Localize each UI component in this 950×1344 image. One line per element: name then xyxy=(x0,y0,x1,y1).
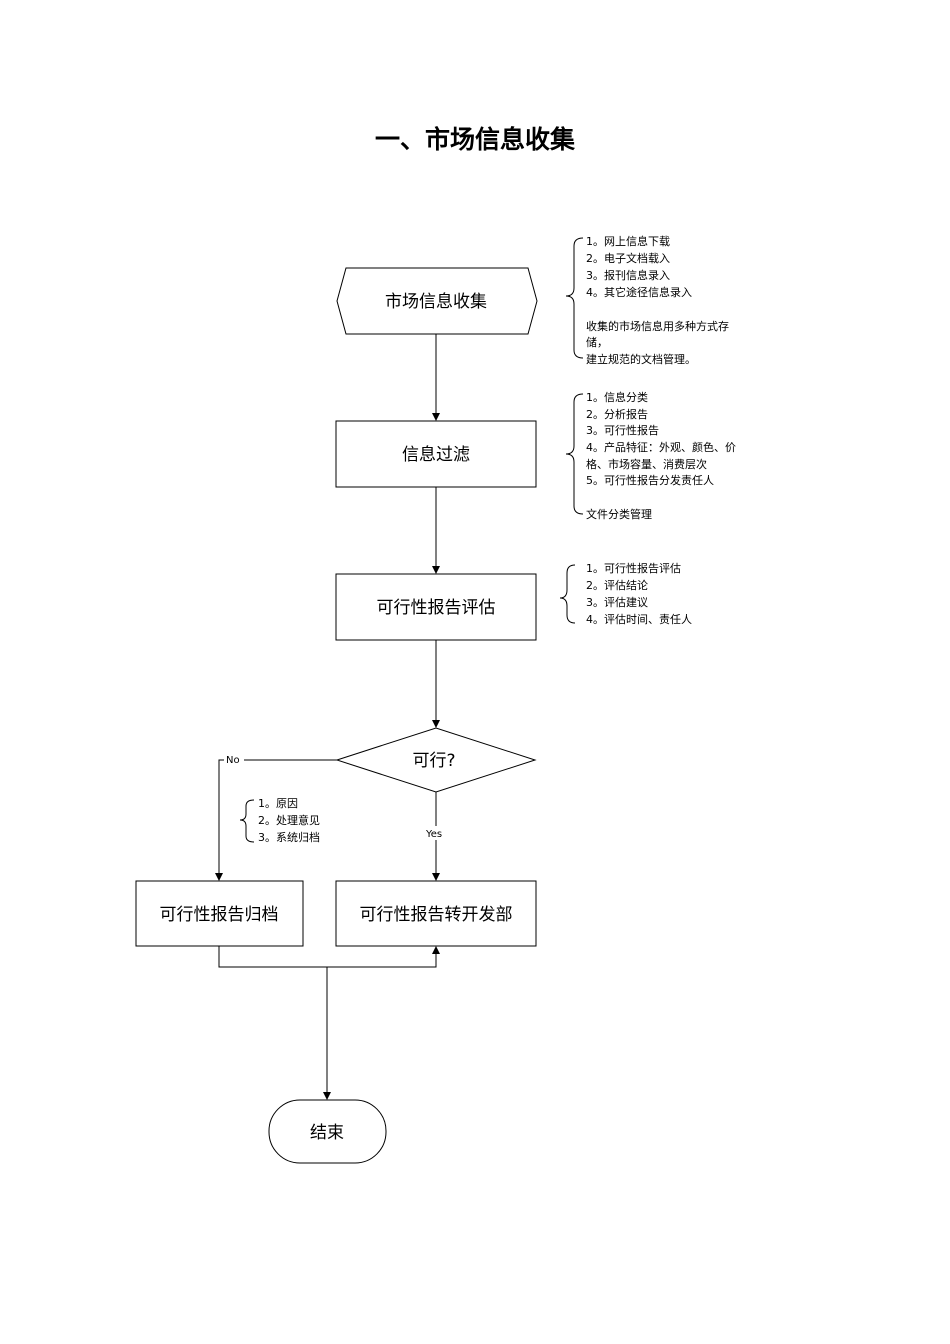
node-archive-shape xyxy=(135,880,304,947)
note-archive-1: 1。原因 xyxy=(258,797,298,810)
note-filter-4: 4。产品特征：外观、颜色、价 xyxy=(586,440,736,454)
note-collect-1: 1。网上信息下载 xyxy=(586,234,670,248)
note-filter-8: 文件分类管理 xyxy=(586,507,652,521)
node-end-label: 结束 xyxy=(310,1123,344,1143)
node-decision-label: 可行? xyxy=(412,751,455,771)
note-filter-2: 2。分析报告 xyxy=(586,407,648,421)
note-evaluate-4: 4。评估时间、责任人 xyxy=(586,613,692,626)
note-collect-7: 储， xyxy=(586,335,608,349)
brace-archive xyxy=(239,799,255,843)
node-evaluate-label: 可行性报告评估 xyxy=(377,598,496,618)
note-evaluate-1: 1。可行性报告评估 xyxy=(586,561,681,575)
node-collect-shape xyxy=(336,267,538,335)
edge-label-no: No xyxy=(226,755,240,766)
note-collect-4: 4。其它途径信息录入 xyxy=(586,285,692,299)
note-filter-3: 3。可行性报告 xyxy=(586,423,659,437)
node-archive-label: 可行性报告归档 xyxy=(160,905,279,925)
brace-collect xyxy=(565,237,584,359)
brace-filter xyxy=(565,393,584,515)
note-filter-6: 5。可行性报告分发责任人 xyxy=(586,473,714,487)
note-evaluate-3: 3。评估建议 xyxy=(586,595,648,609)
node-filter-shape xyxy=(335,420,537,488)
edge-decision-no xyxy=(215,759,337,881)
note-filter-1: 1。信息分类 xyxy=(586,390,648,404)
note-collect-6: 收集的市场信息用多种方式存 xyxy=(586,319,729,333)
node-transfer-shape xyxy=(335,880,537,947)
node-collect-label: 市场信息收集 xyxy=(385,292,487,312)
note-archive-2: 2。处理意见 xyxy=(258,813,320,827)
note-collect-2: 2。电子文档载入 xyxy=(586,251,670,265)
note-evaluate-2: 2。评估结论 xyxy=(586,578,648,592)
node-decision-shape xyxy=(335,727,537,793)
node-transfer-label: 可行性报告转开发部 xyxy=(360,905,513,925)
edge-label-yes: Yes xyxy=(425,829,442,840)
page-title: 一、市场信息收集 xyxy=(374,125,575,154)
edge-archive-merge xyxy=(218,946,440,968)
node-evaluate-shape xyxy=(335,573,537,641)
note-archive-3: 3。系统归档 xyxy=(258,830,320,844)
node-end-shape xyxy=(268,1099,387,1164)
node-filter-label: 信息过滤 xyxy=(402,445,470,465)
note-collect-3: 3。报刊信息录入 xyxy=(586,268,670,282)
note-collect-8: 建立规范的文档管理。 xyxy=(586,352,696,366)
note-filter-5: 格、市场容量、消费层次 xyxy=(586,457,707,471)
brace-evaluate xyxy=(559,564,576,624)
